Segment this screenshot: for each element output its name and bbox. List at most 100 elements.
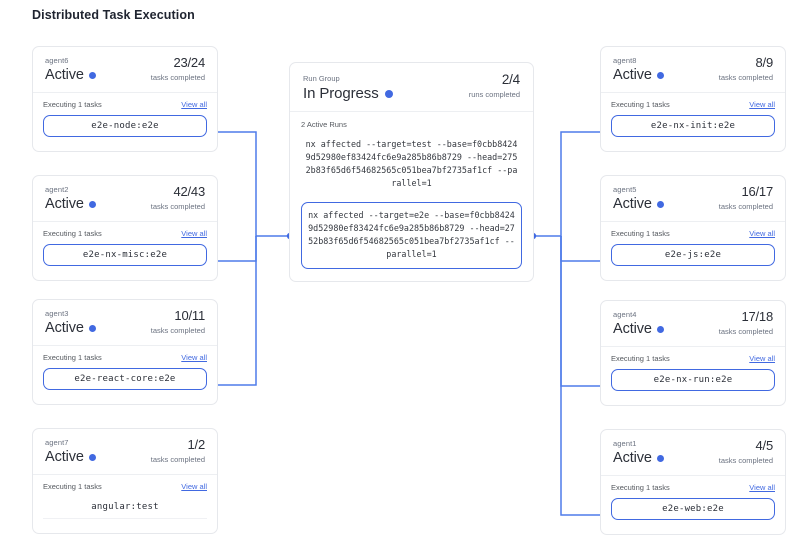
executing-label: Executing 1 tasks — [43, 229, 102, 238]
executing-row: Executing 1 tasks View all — [611, 229, 775, 238]
executing-label: Executing 1 tasks — [611, 354, 670, 363]
task-chip[interactable]: e2e-nx-misc:e2e — [43, 244, 207, 266]
view-all-link[interactable]: View all — [181, 482, 207, 491]
executing-row: Executing 1 tasks View all — [611, 354, 775, 363]
status-dot-icon — [656, 455, 664, 462]
executing-row: Executing 1 tasks View all — [611, 100, 775, 109]
divider — [601, 475, 785, 476]
run-group-label: Run Group — [303, 74, 340, 83]
agent-card-agent1[interactable]: agent1 Active 4/5 tasks completed Execut… — [600, 429, 786, 535]
agent-card-header: agent1 Active 4/5 tasks completed — [601, 430, 785, 475]
run-group-card[interactable]: Run Group In Progress 2/4 runs completed… — [289, 62, 534, 282]
view-all-link[interactable]: View all — [749, 483, 775, 492]
divider — [33, 474, 217, 475]
agent-progress: 8/9 tasks completed — [719, 55, 773, 83]
agent-status-label: Active — [45, 320, 84, 336]
agent-card-header: agent3 Active 10/11 tasks completed — [33, 300, 217, 345]
task-chip[interactable]: e2e-js:e2e — [611, 244, 775, 266]
agent-status: Active — [613, 67, 773, 84]
divider — [601, 346, 785, 347]
divider — [290, 111, 533, 112]
agent-card-body: Executing 1 tasks View all e2e-js:e2e — [601, 222, 785, 276]
divider — [33, 92, 217, 93]
agent-card-body: Executing 1 tasks View all e2e-react-cor… — [33, 346, 217, 400]
view-all-link[interactable]: View all — [749, 229, 775, 238]
executing-label: Executing 1 tasks — [611, 483, 670, 492]
tasks-count: 23/24 — [173, 55, 205, 70]
agent-card-agent7[interactable]: agent7 Active 1/2 tasks completed Execut… — [32, 428, 218, 534]
agent-card-body: Executing 1 tasks View all e2e-web:e2e — [601, 476, 785, 530]
executing-label: Executing 1 tasks — [43, 100, 102, 109]
agent-status-label: Active — [613, 67, 652, 83]
tasks-count-label: tasks completed — [150, 326, 205, 335]
task-chip[interactable]: e2e-nx-init:e2e — [611, 115, 775, 137]
agent-status-label: Active — [45, 196, 84, 212]
status-dot-icon — [384, 90, 393, 98]
status-dot-icon — [656, 326, 664, 333]
agent-status-label: Active — [45, 67, 84, 83]
agent-progress: 16/17 tasks completed — [719, 184, 773, 212]
status-dot-icon — [656, 201, 664, 208]
tasks-count: 17/18 — [741, 309, 773, 324]
agent-card-header: agent7 Active 1/2 tasks completed — [33, 429, 217, 474]
tasks-count-label: tasks completed — [718, 327, 773, 336]
run-group-status: In Progress — [303, 85, 520, 103]
divider — [33, 345, 217, 346]
agent-status-label: Active — [613, 321, 652, 337]
task-chip[interactable]: e2e-react-core:e2e — [43, 368, 207, 390]
task-chip[interactable]: e2e-nx-run:e2e — [611, 369, 775, 391]
active-runs-label: 2 Active Runs — [301, 120, 347, 129]
agent-card-agent3[interactable]: agent3 Active 10/11 tasks completed Exec… — [32, 299, 218, 405]
executing-label: Executing 1 tasks — [611, 100, 670, 109]
tasks-count: 16/17 — [741, 184, 773, 199]
tasks-count-label: tasks completed — [718, 73, 773, 82]
status-dot-icon — [88, 72, 96, 79]
agent-card-header: agent8 Active 8/9 tasks completed — [601, 47, 785, 92]
agent-status-label: Active — [45, 449, 84, 465]
agent-card-body: Executing 1 tasks View all e2e-nx-init:e… — [601, 93, 785, 147]
executing-label: Executing 1 tasks — [43, 482, 102, 491]
task-chip[interactable]: angular:test — [43, 497, 207, 519]
view-all-link[interactable]: View all — [749, 100, 775, 109]
task-chip[interactable]: e2e-web:e2e — [611, 498, 775, 520]
executing-row: Executing 1 tasks View all — [43, 482, 207, 491]
run-command-2[interactable]: nx affected --target=e2e --base=f0cbb842… — [301, 202, 522, 269]
agent-status: Active — [45, 320, 205, 337]
agent-progress: 17/18 tasks completed — [719, 309, 773, 337]
agent-card-agent6[interactable]: agent6 Active 23/24 tasks completed Exec… — [32, 46, 218, 152]
tasks-count: 10/11 — [174, 308, 205, 323]
task-chip[interactable]: e2e-node:e2e — [43, 115, 207, 137]
agent-card-agent2[interactable]: agent2 Active 42/43 tasks completed Exec… — [32, 175, 218, 281]
agent-status: Active — [613, 196, 773, 213]
agent-name: agent7 — [45, 438, 69, 447]
agent-name: agent3 — [45, 309, 69, 318]
agent-card-header: agent2 Active 42/43 tasks completed — [33, 176, 217, 221]
executing-row: Executing 1 tasks View all — [43, 229, 207, 238]
page-title: Distributed Task Execution — [32, 8, 195, 22]
tasks-count-label: tasks completed — [150, 202, 205, 211]
view-all-link[interactable]: View all — [749, 354, 775, 363]
run-group-header: Run Group In Progress 2/4 runs completed — [290, 63, 533, 111]
tasks-count: 8/9 — [755, 55, 774, 70]
agent-card-body: Executing 1 tasks View all angular:test — [33, 475, 217, 529]
agent-status: Active — [613, 321, 773, 338]
view-all-link[interactable]: View all — [181, 353, 207, 362]
agent-progress: 23/24 tasks completed — [151, 55, 205, 83]
divider — [601, 221, 785, 222]
agent-status: Active — [45, 67, 205, 84]
agent-card-agent8[interactable]: agent8 Active 8/9 tasks completed Execut… — [600, 46, 786, 152]
agent-card-header: agent4 Active 17/18 tasks completed — [601, 301, 785, 346]
executing-row: Executing 1 tasks View all — [611, 483, 775, 492]
agent-card-agent4[interactable]: agent4 Active 17/18 tasks completed Exec… — [600, 300, 786, 406]
agent-progress: 1/2 tasks completed — [151, 437, 205, 465]
divider — [601, 92, 785, 93]
view-all-link[interactable]: View all — [181, 229, 207, 238]
tasks-count-label: tasks completed — [150, 455, 205, 464]
agent-card-body: Executing 1 tasks View all e2e-nx-misc:e… — [33, 222, 217, 276]
agent-name: agent5 — [613, 185, 637, 194]
view-all-link[interactable]: View all — [181, 100, 207, 109]
runs-count: 2/4 — [501, 72, 520, 87]
tasks-count: 1/2 — [187, 437, 206, 452]
agent-card-agent5[interactable]: agent5 Active 16/17 tasks completed Exec… — [600, 175, 786, 281]
run-command-1[interactable]: nx affected --target=test --base=f0cbb84… — [305, 139, 518, 188]
